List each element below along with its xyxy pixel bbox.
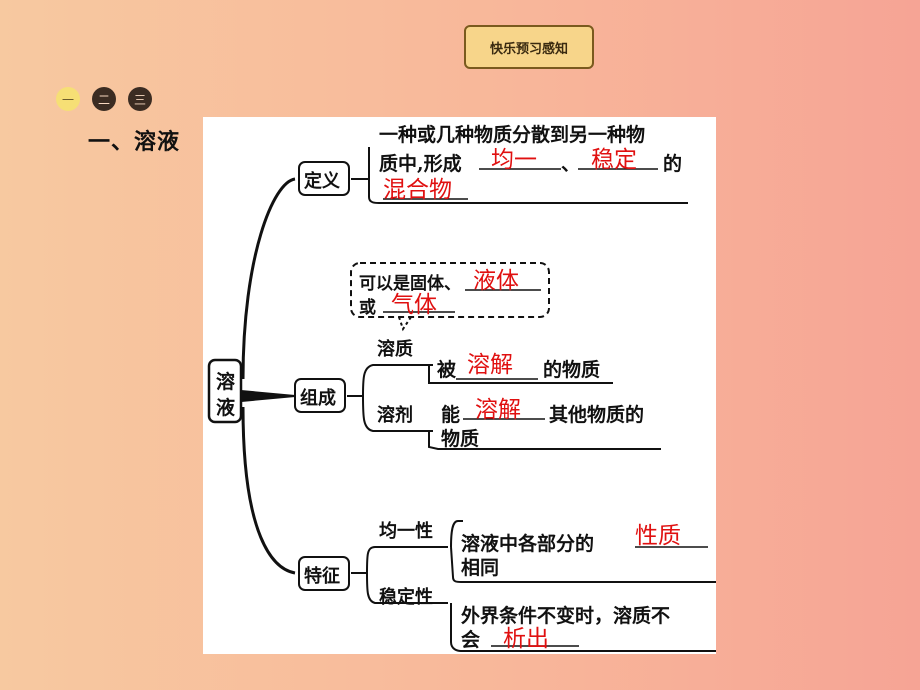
connector-root-features xyxy=(241,406,296,575)
note-answer-liquid: 液体 xyxy=(473,268,519,294)
solute-prefix: 被 xyxy=(437,359,457,381)
definition-node-box xyxy=(298,161,350,196)
uniform-text-1: 溶液中各部分的 xyxy=(461,533,595,555)
solvent-bracket xyxy=(428,431,661,450)
stable-prefix: 会 xyxy=(461,629,481,651)
root-label-1: 溶 xyxy=(216,371,236,393)
features-node-label: 特征 xyxy=(304,566,340,587)
stable-text-1: 外界条件不变时，溶质不 xyxy=(461,605,671,627)
definition-bracket xyxy=(351,147,688,204)
uniform-text-2: 相同 xyxy=(461,557,500,579)
step-1-marker[interactable]: 一 xyxy=(56,87,80,111)
definition-answer-stable: 稳定 xyxy=(591,147,637,173)
solvent-answer: 溶解 xyxy=(475,397,521,423)
note-pointer xyxy=(398,316,412,332)
title-badge: 快乐预习感知 xyxy=(464,25,594,69)
solvent-suffix: 其他物质的 xyxy=(549,404,645,426)
section-title: 一、溶液 xyxy=(88,130,181,155)
root-label-2: 液 xyxy=(216,397,236,419)
solute-suffix: 的物质 xyxy=(543,359,601,381)
note-answer-gas: 气体 xyxy=(391,292,437,318)
step-3-marker[interactable]: 三 xyxy=(128,87,152,111)
solute-label: 溶质 xyxy=(377,339,413,360)
definition-answer-mixture: 混合物 xyxy=(383,177,452,203)
note-line-2: 或 xyxy=(359,298,376,318)
uniform-answer: 性质 xyxy=(635,523,681,549)
step-2-marker[interactable]: 二 xyxy=(92,87,116,111)
note-box xyxy=(350,262,550,318)
features-bracket xyxy=(351,546,448,604)
concept-map-lines xyxy=(207,147,716,652)
connector-root-definition xyxy=(241,177,296,380)
concept-map-panel: 溶 液 定义 一种或几种物质分散到另一种物 质中,形成 、 的 均一 稳定 混合… xyxy=(203,117,716,654)
composition-node-label: 组成 xyxy=(300,388,336,409)
uniform-label: 均一性 xyxy=(379,521,433,542)
solvent-line-2: 物质 xyxy=(441,428,480,450)
connector-root-composition xyxy=(240,389,296,403)
definition-answer-uniform: 均一 xyxy=(491,147,537,173)
solvent-label: 溶剂 xyxy=(377,405,413,426)
definition-line-2-suffix: 的 xyxy=(663,153,683,175)
note-line-1: 可以是固体、 xyxy=(359,274,461,294)
uniform-bracket xyxy=(450,520,716,583)
composition-node-box xyxy=(294,378,346,413)
stable-label: 稳定性 xyxy=(379,587,433,608)
definition-node-label: 定义 xyxy=(304,171,340,192)
definition-line-2-prefix: 质中,形成 xyxy=(379,153,462,175)
composition-bracket xyxy=(347,364,433,432)
solute-bracket xyxy=(428,365,613,384)
stable-answer: 析出 xyxy=(503,626,549,652)
definition-separator: 、 xyxy=(561,153,581,175)
solvent-prefix: 能 xyxy=(441,404,461,426)
stable-bracket xyxy=(450,603,716,652)
solute-answer: 溶解 xyxy=(467,352,513,378)
features-node-box xyxy=(298,556,350,591)
definition-line-1: 一种或几种物质分散到另一种物 xyxy=(379,124,646,146)
